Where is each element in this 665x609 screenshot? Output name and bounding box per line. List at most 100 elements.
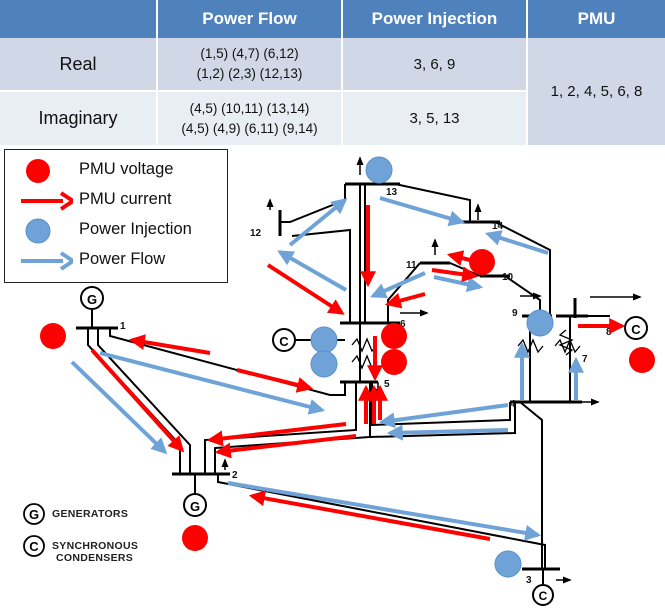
- bus-label-6: 6: [400, 319, 406, 330]
- pmu-current-arrows: [90, 205, 626, 541]
- real-power-flow-cell: (1,5) (4,7) (6,12) (1,2) (2,3) (12,13): [157, 38, 343, 92]
- generator-1-symbol: G: [87, 292, 97, 307]
- bus-label-12: 12: [250, 228, 262, 239]
- condenser-key-letter: C: [29, 539, 39, 554]
- header-pmu: PMU: [527, 0, 665, 38]
- condensers-key-label-1: SYNCHRONOUS: [52, 540, 139, 552]
- generator-bus-1: G: [80, 286, 104, 310]
- legend-label-power-injection: Power Injection: [79, 220, 192, 238]
- real-flow-line-1: (1,5) (4,7) (6,12): [200, 46, 299, 61]
- legend-item-pmu-voltage: PMU voltage: [5, 156, 227, 186]
- blue-dot-icon: [25, 218, 51, 244]
- flow-arrow-1-2: [70, 360, 168, 455]
- line-2-3: [217, 474, 546, 569]
- red-arrow-icon: [21, 191, 73, 211]
- row-label-imaginary: Imaginary: [0, 91, 158, 145]
- pmu-voltage-dot-1: [40, 323, 66, 349]
- condenser-bus-6: C: [272, 328, 296, 352]
- ieee-14-bus-diagram: G G C C C 1 2 3 4 5 6 7 8 9 10 11 12 13: [40, 156, 655, 606]
- bus-label-14: 14: [492, 221, 504, 232]
- flow-arrow-6-11: [370, 271, 426, 299]
- bus-label-3: 3: [526, 575, 532, 586]
- flow-arrow-4-5-b: [378, 403, 509, 429]
- machines: G G C C C: [80, 286, 648, 606]
- line-12-13: [280, 184, 346, 223]
- bus-label-8: 8: [606, 327, 612, 338]
- legend-label-pmu-voltage: PMU voltage: [79, 160, 174, 178]
- power-injection-dots: [310, 156, 554, 578]
- header-power-injection: Power Injection: [342, 0, 528, 38]
- bus-label-13: 13: [386, 187, 398, 198]
- imaginary-injection-cell: 3, 5, 13: [342, 91, 528, 145]
- bus-label-1: 1: [120, 321, 126, 332]
- bus-label-2: 2: [232, 470, 238, 481]
- condenser-bus-3: C: [532, 584, 554, 606]
- injection-dot-9: [526, 309, 554, 337]
- bus-label-10: 10: [502, 272, 514, 283]
- flow-arrow-10-11: [433, 275, 484, 293]
- line-3-4: [519, 401, 543, 569]
- line-2-4: [369, 402, 516, 438]
- current-arrow-5-2: [206, 422, 347, 447]
- table-header-row: Power Flow Power Injection PMU: [0, 0, 665, 38]
- imaginary-power-flow-cell: (4,5) (10,11) (13,14) (4,5) (4,9) (6,11)…: [157, 91, 343, 145]
- power-flow-arrows: [70, 196, 584, 541]
- transformer-4-7: [554, 338, 581, 354]
- current-arrow-3-2: [248, 490, 491, 541]
- real-flow-line-2: (1,2) (2,3) (12,13): [196, 66, 303, 81]
- legend-label-pmu-current: PMU current: [79, 190, 172, 208]
- legend-item-power-flow: Power Flow: [5, 246, 227, 276]
- line-9-14: [494, 221, 551, 316]
- current-arrow-12-6: [266, 263, 345, 315]
- measurement-table: Power Flow Power Injection PMU Real (1,5…: [0, 0, 665, 145]
- bus-label-11: 11: [406, 260, 417, 271]
- injection-dot-13: [365, 156, 393, 184]
- pmu-voltage-dot-8: [629, 347, 655, 373]
- transformers: [351, 329, 581, 370]
- injection-dot-5: [310, 350, 338, 378]
- red-dot-icon: [26, 159, 50, 183]
- line-2-5: [204, 382, 357, 474]
- real-injection-cell: 3, 6, 9: [342, 38, 528, 92]
- flow-arrow-1-5: [99, 351, 326, 415]
- injection-dot-3: [494, 550, 522, 578]
- generator-bus-2: G: [183, 493, 207, 517]
- generators-key-label: GENERATORS: [52, 508, 129, 520]
- table-row-imaginary: Imaginary (4,5) (10,11) (13,14) (4,5) (4…: [0, 91, 665, 145]
- header-corner: [0, 0, 158, 38]
- pmu-voltage-dot-6: [381, 323, 407, 349]
- generator-key-icon: G: [23, 503, 45, 525]
- pmu-voltage-dot-10: [469, 249, 495, 275]
- legend: PMU voltage PMU current Power Injection …: [4, 149, 228, 283]
- current-arrow-11-10: [431, 266, 479, 283]
- line-1-2-b: [97, 328, 191, 474]
- transformer-7-8: [558, 329, 574, 356]
- flow-arrow-12-13: [288, 197, 348, 247]
- pmu-cell: 1, 2, 4, 5, 6, 8: [527, 38, 665, 145]
- imaginary-flow-line-2: (4,5) (4,9) (6,11) (9,14): [181, 120, 318, 136]
- legend-item-pmu-current: PMU current: [5, 186, 227, 216]
- pmu-voltage-dots: [40, 249, 655, 551]
- bus-label-4: 4: [510, 399, 516, 410]
- pmu-voltage-dot-5: [381, 349, 407, 375]
- bus-labels: 1 2 3 4 5 6 7 8 9 10 11 12 13 14: [120, 187, 612, 586]
- injection-dot-6: [310, 326, 338, 354]
- condenser-key-icon: C: [23, 535, 45, 557]
- current-arrow-1-2: [90, 348, 185, 453]
- line-2-4-a: [214, 382, 371, 474]
- line-13-14: [394, 183, 471, 222]
- load-arrows: [221, 156, 642, 584]
- current-arrow-1-5-left: [128, 334, 211, 355]
- line-6-11: [387, 262, 421, 323]
- bus-label-7: 7: [582, 354, 588, 365]
- flow-arrow-2-3: [227, 481, 542, 541]
- flow-arrow-13-14: [379, 196, 466, 227]
- flow-arrow-4-5: [386, 424, 509, 441]
- condenser-8-symbol: C: [631, 322, 641, 337]
- flow-arrow-9-14: [484, 230, 549, 255]
- current-arrow-4-2: [214, 434, 357, 459]
- condenser-bus-8: C: [624, 316, 648, 340]
- line-6-12: [291, 228, 351, 323]
- pmu-voltage-dot-2: [182, 525, 208, 551]
- condenser-3-symbol: C: [539, 589, 548, 603]
